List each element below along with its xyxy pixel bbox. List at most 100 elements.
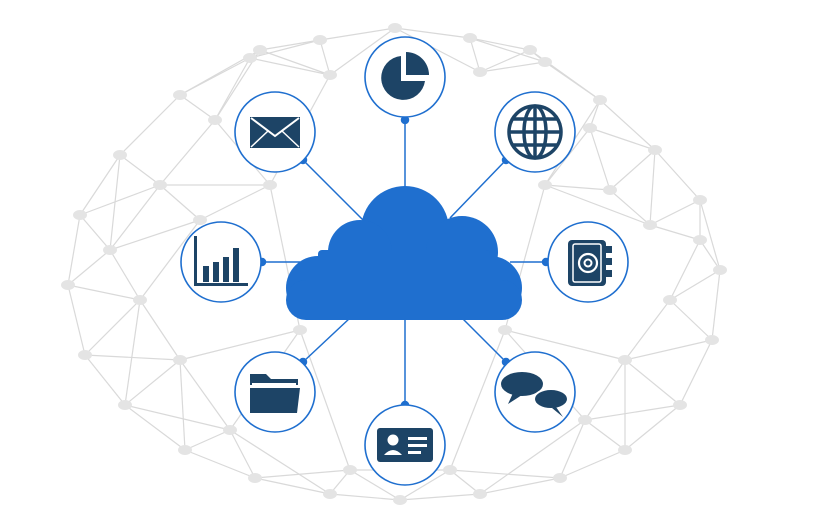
mesh-line <box>479 49 531 73</box>
mesh-node <box>313 35 327 45</box>
mesh-line <box>229 429 331 495</box>
mesh-line <box>67 284 86 356</box>
pie-chart-icon <box>381 52 429 100</box>
address-book-icon <box>568 240 612 286</box>
mesh-line <box>584 404 681 421</box>
ring-analytics <box>180 221 262 303</box>
mesh-line <box>584 359 626 421</box>
mesh-line <box>329 27 396 76</box>
mesh-line <box>79 154 121 216</box>
mesh-line <box>679 339 713 406</box>
mesh-line <box>184 429 231 451</box>
mesh-line <box>349 469 401 501</box>
mesh-line <box>84 354 181 361</box>
chat-bubbles-icon <box>501 372 569 417</box>
mesh-line <box>609 149 656 191</box>
mesh-line <box>124 359 181 406</box>
mesh-line <box>559 419 586 479</box>
mesh-node <box>133 295 147 305</box>
mesh-node <box>498 325 512 335</box>
mesh-line <box>394 27 481 73</box>
mesh-node <box>643 220 657 230</box>
mesh-node <box>583 123 597 133</box>
mesh-node <box>443 465 457 475</box>
mesh-line <box>449 329 506 471</box>
mesh-node <box>553 473 567 483</box>
mesh-line <box>589 127 611 191</box>
mesh-node <box>243 53 257 63</box>
mesh-line <box>109 219 201 251</box>
mesh-node <box>323 70 337 80</box>
mesh-node <box>73 210 87 220</box>
mesh-node <box>693 235 707 245</box>
mesh-node <box>663 295 677 305</box>
mesh-line <box>79 214 111 251</box>
mesh-line <box>259 39 321 51</box>
mesh-node <box>118 400 132 410</box>
mesh-line <box>124 299 141 406</box>
mesh-line <box>179 329 301 361</box>
mesh-node <box>618 445 632 455</box>
cloud-icon <box>286 186 522 320</box>
mesh-node <box>578 415 592 425</box>
mesh-line <box>504 329 626 361</box>
mesh-line <box>159 184 201 221</box>
mesh-line <box>84 299 141 356</box>
mesh-line <box>669 269 721 301</box>
mesh-node <box>173 355 187 365</box>
mesh-node <box>603 185 617 195</box>
mesh-line <box>544 184 651 226</box>
mesh-line <box>699 239 721 271</box>
mesh-node <box>388 23 402 33</box>
mesh-line <box>399 469 451 501</box>
mesh-line <box>589 127 656 151</box>
mesh-line <box>179 94 216 121</box>
mesh-line <box>609 189 651 226</box>
mesh-line <box>249 57 331 76</box>
mesh-line <box>624 359 681 406</box>
mesh-line <box>109 184 161 251</box>
mesh-node <box>263 180 277 190</box>
mesh-node <box>618 355 632 365</box>
mesh-line <box>259 49 331 76</box>
mesh-line <box>624 339 713 361</box>
mesh-line <box>399 493 481 501</box>
mesh-line <box>119 154 161 186</box>
mesh-line <box>624 299 671 361</box>
id-card-icon <box>377 428 433 462</box>
mesh-line <box>624 404 681 451</box>
mesh-node <box>713 265 727 275</box>
mesh-node <box>323 489 337 499</box>
mesh-line <box>479 61 546 73</box>
connector-chat <box>461 317 507 363</box>
mesh-line <box>469 37 531 51</box>
mesh-line <box>654 149 701 201</box>
mesh-node <box>693 195 707 205</box>
mesh-line <box>139 219 201 301</box>
mesh-node <box>61 280 75 290</box>
mesh-line <box>124 404 186 451</box>
mesh-line <box>84 354 126 406</box>
mesh-line <box>184 449 256 479</box>
mesh-node <box>208 115 222 125</box>
mesh-line <box>119 94 181 156</box>
connector-lines <box>257 115 551 410</box>
mesh-line <box>159 119 216 186</box>
mesh-line <box>67 214 81 286</box>
mesh-node <box>248 473 262 483</box>
mesh-line <box>699 199 721 271</box>
mesh-line <box>299 329 351 471</box>
mesh-line <box>559 449 626 479</box>
mesh-node <box>103 245 117 255</box>
mesh-node <box>463 33 477 43</box>
mesh-line <box>544 184 611 191</box>
globe-icon <box>507 104 563 160</box>
mesh-line <box>479 419 586 495</box>
mesh-line <box>124 404 231 431</box>
mesh-line <box>249 39 321 59</box>
mesh-node <box>78 350 92 360</box>
mesh-node <box>648 145 662 155</box>
mesh-line <box>67 284 141 301</box>
